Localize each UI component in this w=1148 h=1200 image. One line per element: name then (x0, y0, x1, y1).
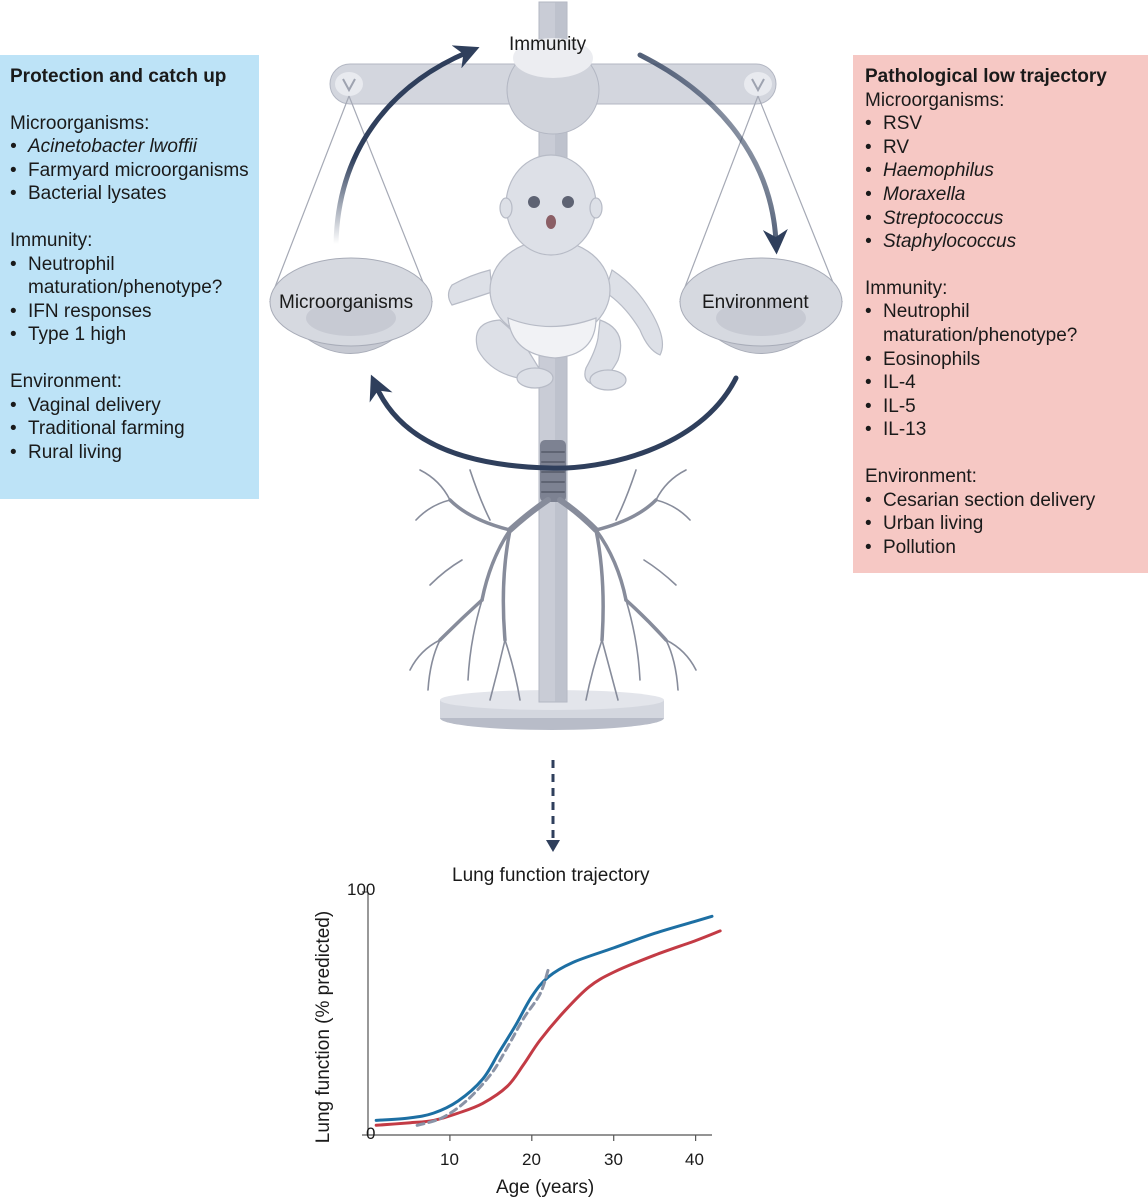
list-item: IL-4 (865, 371, 1144, 395)
list-item: RSV (865, 112, 1144, 136)
list-item: Vaginal delivery (10, 394, 251, 418)
left-environment-section: Environment: Vaginal delivery Traditiona… (10, 370, 251, 464)
section-heading: Microorganisms: (865, 89, 1005, 111)
scale-strings (269, 95, 841, 301)
right-environment-section: Environment: Cesarian section delivery U… (865, 465, 1144, 559)
list-item: RV (865, 136, 1144, 160)
gray-series-line (415, 968, 550, 1127)
list-item: IL-13 (865, 418, 1144, 442)
y-axis-label: Lung function (% predicted) (313, 910, 335, 1144)
section-heading: Immunity: (10, 229, 93, 251)
list-item: Bacterial lysates (10, 182, 251, 206)
list-item: Traditional farming (10, 417, 251, 441)
list-item: Acinetobacter lwoffii (10, 135, 251, 159)
right-microorganisms-section: Microorganisms: RSV RV Haemophilus Morax… (865, 89, 1144, 254)
right-pan (678, 257, 844, 354)
list-item: Neutrophil maturation/phenotype? (865, 300, 1144, 347)
y-tick-100: 100 (347, 880, 376, 899)
list-item: IL-5 (865, 395, 1144, 419)
microorganisms-pan-label: Microorganisms (279, 292, 414, 313)
y-tick-0: 0 (366, 1124, 376, 1143)
section-heading: Environment: (865, 465, 977, 487)
left-immunity-section: Immunity: Neutrophil maturation/phenotyp… (10, 229, 251, 347)
list-item: Haemophilus (865, 159, 1144, 183)
immunity-label: Immunity (509, 34, 587, 55)
list-item: Eosinophils (865, 348, 1144, 372)
pathological-panel-title: Pathological low trajectory (865, 66, 1107, 87)
lung-function-chart (362, 891, 722, 1141)
list-item: Farmyard microorganisms (10, 159, 251, 183)
list-item: IFN responses (10, 300, 251, 324)
section-heading: Environment: (10, 370, 122, 392)
list-item: Type 1 high (10, 323, 251, 347)
dashed-arrowhead (546, 840, 560, 852)
section-heading: Immunity: (865, 277, 948, 299)
x-tick-20: 20 (522, 1150, 541, 1169)
environment-pan-label: Environment (702, 292, 809, 313)
right-immunity-section: Immunity: Neutrophil maturation/phenotyp… (865, 277, 1144, 442)
list-item: Staphylococcus (865, 230, 1144, 254)
x-tick-30: 30 (604, 1150, 623, 1169)
list-item: Neutrophil maturation/phenotype? (10, 253, 251, 300)
protection-panel: Protection and catch up Microorganisms: … (0, 55, 259, 499)
list-item: Moraxella (865, 183, 1144, 207)
protection-panel-title: Protection and catch up (10, 66, 227, 87)
lungs-illustration (409, 440, 697, 701)
x-tick-10: 10 (440, 1150, 459, 1169)
list-item: Urban living (865, 512, 1144, 536)
left-microorganisms-section: Microorganisms: Acinetobacter lwoffii Fa… (10, 112, 251, 206)
x-tick-40: 40 (685, 1150, 704, 1169)
scale-beam (329, 38, 777, 135)
list-item: Rural living (10, 441, 251, 465)
cycle-arrows (333, 45, 788, 471)
baby-illustration (447, 154, 663, 391)
x-axis-label: Age (years) (496, 1177, 595, 1198)
scale-base (440, 690, 664, 730)
chart-title: Lung function trajectory (452, 865, 650, 886)
list-item: Cesarian section delivery (865, 489, 1144, 513)
left-pan (268, 257, 434, 354)
list-item: Pollution (865, 536, 1144, 560)
red-series-line (374, 929, 722, 1127)
section-heading: Microorganisms: (10, 112, 150, 134)
blue-series-line (374, 914, 714, 1122)
pathological-panel: Pathological low trajectory Microorganis… (853, 55, 1148, 573)
list-item: Streptococcus (865, 207, 1144, 231)
